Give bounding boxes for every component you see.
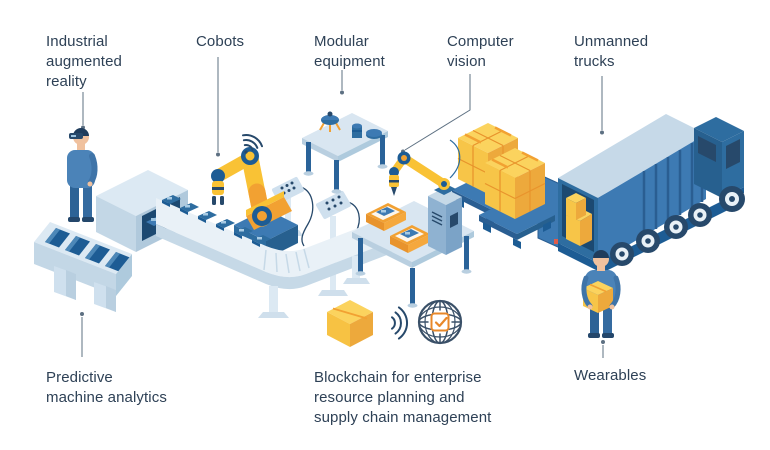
- cobot-arm: [211, 147, 298, 259]
- truck-cargo-boxes: [566, 193, 592, 246]
- signal-waves-icon: [391, 306, 408, 340]
- modular-equipment-table: [302, 111, 388, 194]
- person-augmented-reality: [67, 128, 98, 222]
- conveyor-belt: [156, 195, 392, 318]
- computer-vision-robot: [389, 139, 461, 196]
- label-predictive-analytics: Predictive machine analytics: [46, 369, 167, 406]
- globe-check-icon: [417, 299, 463, 345]
- analytics-console: [34, 222, 132, 312]
- modular-devices: [319, 111, 382, 139]
- console-screens: [45, 228, 130, 272]
- ar-headset-icon: [69, 133, 83, 139]
- label-blockchain: Blockchain for enterprise resource plann…: [314, 369, 492, 426]
- leader-wearables: [601, 340, 605, 358]
- label-wearables: Wearables: [574, 367, 647, 384]
- label-unmanned-trucks: Unmanned trucks: [574, 33, 649, 70]
- packing-tray: [366, 203, 406, 231]
- leader-lines: [80, 57, 605, 358]
- packing-tray: [390, 225, 430, 253]
- leader-cobots: [216, 57, 220, 157]
- leader-industrial-ar: [81, 92, 85, 130]
- label-cobots: Cobots: [196, 33, 245, 50]
- blockchain-icons: [327, 299, 463, 347]
- leader-unmanned-trucks: [600, 76, 604, 135]
- label-computer-vision: Computer vision: [447, 33, 514, 70]
- wifi-signal-icon: [242, 134, 263, 154]
- truck-cab: [694, 117, 744, 204]
- leader-modular-equipment: [340, 70, 344, 95]
- vision-machine-tower: [428, 188, 462, 255]
- person-wearables: [581, 250, 621, 338]
- leader-predictive-analytics: [80, 312, 84, 357]
- belt-items: [162, 195, 271, 247]
- label-modular-equipment: Modular equipment: [314, 33, 385, 70]
- label-industrial-ar: Industrial augmented reality: [46, 33, 122, 90]
- unmanned-truck: [537, 114, 745, 275]
- packing-station: [352, 139, 474, 308]
- truck-wheels: [610, 186, 745, 266]
- package-box-icon: [327, 300, 373, 347]
